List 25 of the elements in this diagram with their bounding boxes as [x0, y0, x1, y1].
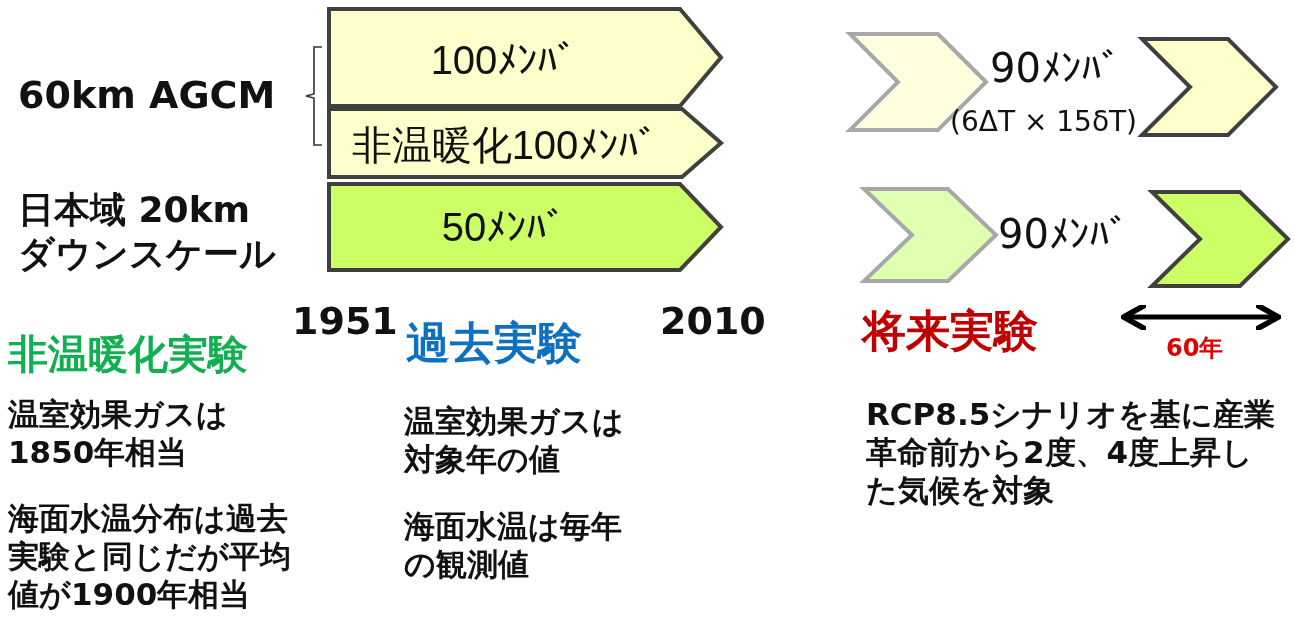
year-label: 2010	[660, 298, 766, 345]
box-label: 100ﾒﾝﾊﾞ	[429, 38, 579, 83]
description-text: 海面水温分布は過去実験と同じだが平均値が1900年相当	[8, 500, 292, 614]
experiment-title: 非温暖化実験	[8, 330, 248, 379]
box-label: 50ﾒﾝﾊﾞ	[440, 205, 568, 250]
member-count: 90ﾒﾝﾊﾞ	[990, 44, 1121, 93]
experiment-title: 将来実験	[862, 304, 1038, 358]
chevron-shape	[1140, 37, 1278, 137]
description-text: 温室効果ガスは対象年の値	[404, 403, 625, 479]
arrow-box	[328, 183, 722, 271]
member-detail: (6ΔT × 15δT)	[950, 105, 1138, 140]
chevron-shape	[862, 187, 998, 283]
member-count: 90ﾒﾝﾊﾞ	[998, 210, 1129, 259]
experiment-title: 過去実験	[406, 316, 582, 370]
row-label: 日本域 20km ダウンスケール	[18, 188, 277, 276]
description-text: 海面水温は毎年の観測値	[404, 508, 623, 584]
box-label: 非温暖化100ﾒﾝﾊﾞ	[350, 122, 660, 169]
arrow-box	[328, 8, 722, 107]
year-label: 1951	[292, 298, 398, 345]
chevron-shape	[1150, 190, 1290, 288]
duration-label: 60年	[1166, 334, 1224, 364]
row-label: 60km AGCM	[18, 72, 276, 119]
arrow-box	[328, 108, 722, 178]
description-text: RCP8.5シナリオを基に産業革命前から2度、4度上昇した気候を対象	[866, 396, 1276, 510]
description-text: 温室効果ガスは1850年相当	[8, 396, 229, 472]
